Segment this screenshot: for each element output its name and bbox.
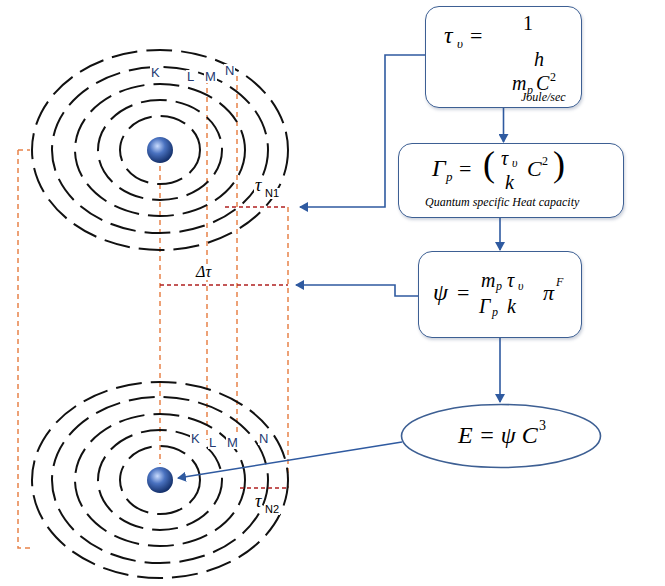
shell-label: K [150,66,161,79]
formula-symbol: υ [512,157,518,169]
distance-subscript: N1 [264,188,280,199]
formula-symbol: 2 [550,71,556,83]
distance-lines [160,207,288,488]
shell-label: L [208,436,217,449]
formula-symbol: τ [444,23,453,47]
formula-symbol: τ [501,148,508,168]
formula-symbol: ψ [433,280,448,304]
formula-symbol: π [543,282,554,304]
formula-symbol: ( [483,146,495,182]
electron-shells [32,50,288,250]
formula-symbol: C [527,158,542,180]
formula-text: Joule/sec [521,91,566,103]
distance-symbol: τ [254,492,262,510]
formula-symbol: = [470,25,482,47]
formula-symbol: p [446,170,453,183]
formula-symbol: m [481,270,495,290]
formula-box: Γp = ( τυkC2) Quantum specific Heat capacity [398,143,624,218]
formula-symbol: p [496,280,502,292]
shell-label: N [224,64,235,77]
formula-text: E = ψ C [458,423,538,447]
result-ellipse: E = ψ C3 [400,403,602,469]
formula-symbol: = [457,282,469,304]
formula-symbol: Γ [432,156,446,180]
shell-label: M [226,436,239,449]
flow-arrow [499,218,501,250]
distance-symbol: Δτ [195,264,212,280]
electron-shells [32,382,288,578]
formula-symbol: υ [518,280,524,292]
formula-text: Quantum specific Heat capacity [425,196,579,208]
formula-symbol: τ [507,270,514,290]
nucleus [147,467,173,493]
formula-symbol: m [512,73,526,93]
formula-symbol: 2 [542,155,548,167]
formula-symbol: Γ [479,296,490,316]
shell-label: L [186,70,195,83]
shell-label: K [190,432,201,445]
shell-label: N [258,432,269,445]
formula-symbol: 1 [523,13,533,33]
formula-symbol: = [459,158,471,180]
formula-box: τυ=1hmpC2Joule/sec [425,6,582,108]
nucleus [147,137,173,163]
flow-arrow [503,108,505,142]
formula-symbol: h [534,49,544,69]
shell-label: M [204,70,217,83]
flow-arrow [499,338,501,402]
formula-symbol: 3 [539,419,546,433]
formula-symbol: p [492,306,498,318]
formula-symbol: k [507,296,516,316]
formula-symbol: k [505,172,514,192]
formula-symbol: υ [457,37,463,50]
formula-symbol: F [556,276,563,288]
formula-symbol: C [536,73,549,93]
pointer-arrows [178,55,425,478]
distance-subscript: N2 [264,504,280,515]
formula-box: ψ=mpτυΓpkπF [418,251,582,338]
formula-symbol: ) [553,146,565,182]
guide-lines [18,70,288,548]
distance-symbol: τ [254,176,262,194]
